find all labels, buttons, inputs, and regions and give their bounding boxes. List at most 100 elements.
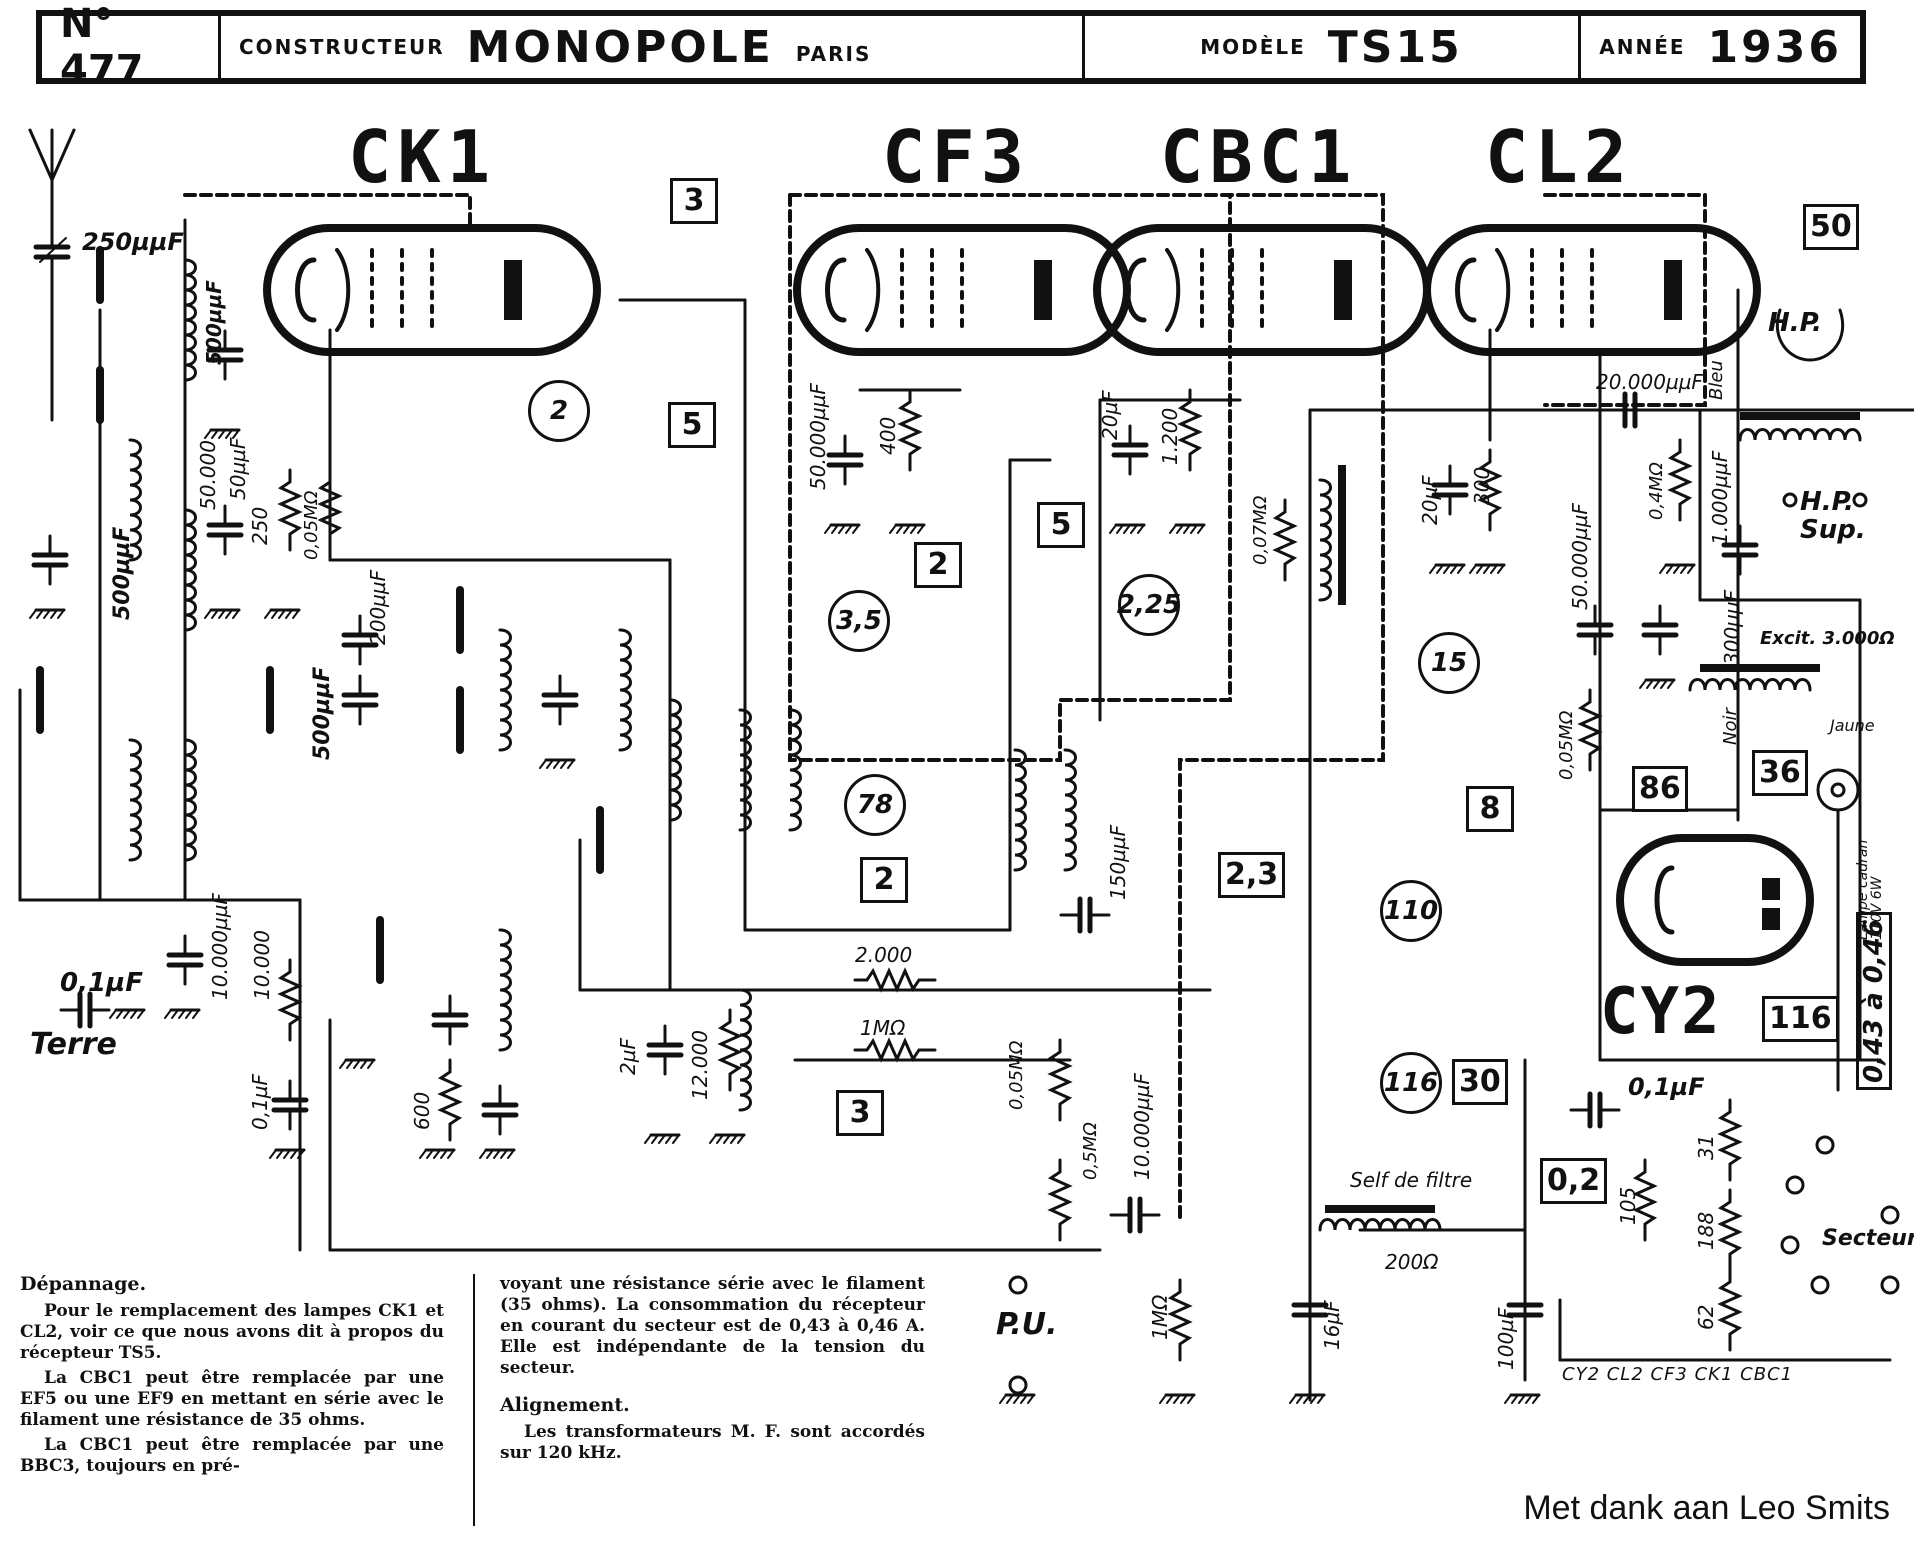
tube-cy2-label: CY2	[1600, 975, 1722, 1049]
ref-box-2-3: 2,3	[1218, 852, 1286, 898]
ref-box-2b: 2	[860, 857, 908, 903]
label-r04: 0,4MΩ	[1646, 462, 1667, 520]
constructeur-label: CONSTRUCTEUR	[238, 35, 445, 59]
label-c500a: 500µµF	[202, 280, 226, 365]
alignement-heading: Alignement.	[500, 1394, 630, 1416]
label-r005b: 0,05MΩ	[1006, 1040, 1027, 1110]
depannage-heading: Dépannage.	[20, 1273, 147, 1295]
label-r2000: 2.000	[855, 943, 913, 967]
ref-box-30: 30	[1452, 1059, 1508, 1105]
ref-box-50: 50	[1803, 204, 1859, 250]
annee-label: ANNÉE	[1599, 35, 1686, 59]
label-c500b: 500µµF	[110, 526, 135, 620]
tube-cy2	[1616, 834, 1814, 966]
ref-box-5a: 5	[668, 402, 716, 448]
label-secteur: Secteur	[1822, 1226, 1914, 1251]
label-noir: Noir	[1720, 708, 1741, 745]
label-r105: 105	[1616, 1186, 1640, 1225]
depannage-paragraph-4: voyant une résistance série avec le fila…	[500, 1274, 925, 1378]
modele-label: MODÈLE	[1200, 35, 1306, 59]
capacitors	[34, 331, 1756, 1334]
label-c50000a: 50.000	[196, 440, 220, 510]
ref-box-3a: 3	[670, 178, 718, 224]
label-r250: 250	[248, 506, 272, 545]
label-hp-sup: H.P. Sup.	[1800, 487, 1866, 545]
depannage-paragraph-3: La CBC1 peut être remplacée par une BBC3…	[20, 1435, 444, 1476]
label-c01c: 0,1µF	[1628, 1073, 1705, 1101]
label-c2: 2µF	[616, 1038, 640, 1075]
depannage-paragraph-1: Pour le remplacement des lampes CK1 et C…	[20, 1301, 444, 1363]
tube-cf3-label: CF3	[882, 115, 1031, 199]
tube-cf3	[797, 228, 1127, 352]
label-r300: 300	[1470, 466, 1494, 505]
label-r600: 600	[410, 1091, 434, 1130]
label-r1mb: 1MΩ	[1148, 1294, 1172, 1340]
ref-box-3b: 3	[836, 1090, 884, 1136]
label-c50: 50µµF	[226, 437, 250, 500]
ref-circle-110: 110	[1380, 880, 1442, 942]
label-r005a: 0,05MΩ	[301, 490, 322, 560]
tube-cl2-label: CL2	[1485, 115, 1634, 199]
label-excit: Excit. 3.000Ω	[1760, 628, 1895, 649]
ref-box-0-2: 0,2	[1540, 1158, 1608, 1204]
screen-shield	[183, 193, 1707, 1222]
tube-cbc1-label: CBC1	[1160, 115, 1358, 199]
label-c1000: 1.000µµF	[1708, 450, 1732, 545]
column-divider	[473, 1274, 475, 1526]
ref-box-2a: 2	[914, 542, 962, 588]
label-c300: 300µµF	[1720, 589, 1744, 665]
tube-cbc1	[1097, 228, 1427, 352]
label-filament-chain: CY2 CL2 CF3 CK1 CBC1	[1562, 1364, 1794, 1385]
label-c150: 150µµF	[1106, 824, 1130, 900]
ref-circle-2: 2	[528, 380, 590, 442]
modele-value: TS15	[1327, 21, 1463, 73]
ref-circle-2-25: 2,25	[1117, 574, 1181, 636]
tube-ck1-label: CK1	[348, 115, 497, 199]
label-c01a: 0,1µF	[60, 968, 143, 998]
wiring	[18, 218, 1914, 1402]
speaker-field	[1775, 308, 1868, 508]
label-r10000: 10.000	[250, 930, 274, 1000]
ref-circle-116: 116	[1380, 1052, 1442, 1114]
grounds	[28, 428, 1696, 1405]
label-c10000a: 10.000µµF	[208, 893, 232, 1000]
ref-circle-15: 15	[1418, 632, 1480, 694]
label-r1200: 1.200	[1158, 407, 1182, 465]
ref-circle-78: 78	[844, 774, 906, 836]
ref-box-36: 36	[1752, 750, 1808, 796]
credit-line: Met dank aan Leo Smits	[1523, 1489, 1890, 1527]
label-r05: 0,5MΩ	[1080, 1122, 1101, 1180]
label-c50000b: 50.000µµF	[806, 383, 830, 490]
label-r1m: 1MΩ	[860, 1016, 906, 1040]
constructeur-name: MONOPOLE	[466, 21, 774, 73]
dial-lamp	[1816, 768, 1860, 1092]
label-pu: P.U.	[996, 1307, 1058, 1342]
label-c20000: 20.000µµF	[1596, 370, 1703, 394]
alignement-paragraph: Les transformateurs M. F. sont accordés …	[500, 1422, 925, 1463]
label-c16: 16µF	[1320, 1300, 1344, 1350]
label-r188: 188	[1694, 1211, 1718, 1250]
label-r31: 31	[1694, 1134, 1718, 1160]
mains-terminals	[1008, 1135, 1900, 1395]
ref-box-86: 86	[1632, 766, 1688, 812]
label-terre: Terre	[30, 1027, 117, 1062]
coils	[128, 258, 1862, 1232]
label-c10000b: 10.000µµF	[1130, 1073, 1154, 1180]
maker-cell: CONSTRUCTEUR MONOPOLE PARIS	[221, 16, 1085, 78]
label-jaune: Jaune	[1830, 716, 1875, 735]
ref-box-8: 8	[1466, 786, 1514, 832]
label-r200: 200Ω	[1385, 1250, 1439, 1274]
label-c50000c: 50.000µµF	[1568, 503, 1592, 610]
label-c100: 100µF	[1494, 1307, 1518, 1370]
label-c200: 200µµF	[366, 569, 390, 645]
label-c250: 250µµF	[82, 228, 184, 256]
label-hp: H.P.	[1768, 308, 1822, 338]
label-r12000: 12.000	[688, 1030, 712, 1100]
antenna	[28, 128, 76, 422]
constructeur-city: PARIS	[795, 42, 872, 66]
label-c500c: 500µµF	[310, 666, 335, 760]
ref-box-5b: 5	[1037, 502, 1085, 548]
tube-ck1	[267, 228, 597, 352]
label-c01b: 0,1µF	[248, 1073, 272, 1130]
